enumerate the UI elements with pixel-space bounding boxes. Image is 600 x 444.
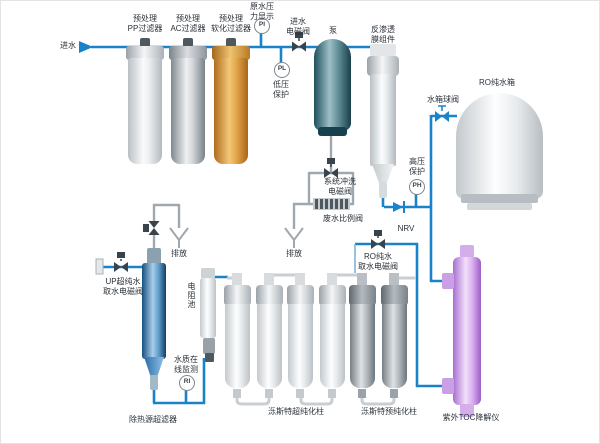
pump-base <box>318 127 347 136</box>
ro-tank-body <box>456 93 543 199</box>
low-pressure-label: 低压保护 <box>273 80 289 99</box>
nrv-check-valve <box>393 201 405 213</box>
softener-filter-top-fitting <box>226 38 236 47</box>
column-5-bottom-nub <box>358 389 366 398</box>
pre-columns-label: 泺斯特预纯化柱 <box>361 407 417 416</box>
drain-funnel-mid <box>284 227 304 248</box>
column-6-body <box>382 304 407 388</box>
pump-body <box>314 39 351 131</box>
water-monitor-label: 水质在线监测 <box>174 355 198 374</box>
ro-membrane-outlet-tip <box>379 182 387 198</box>
ro-tank-base <box>467 203 532 210</box>
nrv-label: NRV <box>397 224 415 233</box>
ro-tank-label: RO纯水箱 <box>479 78 515 87</box>
ro-membrane-body <box>370 74 396 166</box>
column-5-top-fitting <box>357 273 367 286</box>
ultra-columns-label: 泺斯特超纯化柱 <box>268 407 324 416</box>
flush-solenoid-valve-icon <box>324 158 338 178</box>
ro-membrane-cap <box>367 56 399 76</box>
uv-toc-lower-port <box>442 378 454 394</box>
column-4-body <box>320 304 345 388</box>
ultrafilter-tip <box>150 375 158 390</box>
ro-membrane-inlet-elbow <box>370 44 396 56</box>
softener-filter-cap <box>212 46 250 60</box>
raw-pressure-indicator: PI <box>254 18 270 34</box>
column-3-body <box>288 304 313 388</box>
column-4-bottom-nub <box>328 389 336 398</box>
resistivity-cell-probe <box>205 353 214 362</box>
raw-pressure-label: 原水压力显示 <box>250 2 274 21</box>
ac-filter-cap <box>169 46 207 60</box>
up-intake-valve-label: UP超纯水取水电磁阀 <box>103 277 143 296</box>
inlet-arrow-icon <box>79 41 93 53</box>
column-1-cap <box>224 285 251 306</box>
inlet-solenoid-valve-icon <box>292 32 306 52</box>
low-pressure-switch: PL <box>274 62 290 78</box>
waste-proportional-valve-icon <box>313 198 350 210</box>
ro-tank-base-ring <box>461 194 538 203</box>
column-2-body <box>257 304 282 388</box>
column-5-cap <box>349 285 376 306</box>
column-3-top-fitting <box>295 273 305 286</box>
ro-membrane-label: 反渗透膜组件 <box>371 25 395 44</box>
column-3-cap <box>287 285 314 306</box>
column-1-body <box>225 304 250 388</box>
column-1-top-fitting <box>232 273 242 286</box>
softener-filter-body <box>214 58 248 164</box>
uv-toc-top-stub <box>460 245 474 258</box>
pp-filter-cap <box>126 46 164 60</box>
ultrafilter-body <box>142 263 166 359</box>
ro-intake-valve-label: RO纯水取水电磁阀 <box>358 252 398 271</box>
ultrafilter-label: 除热源超滤器 <box>129 415 177 424</box>
column-6-top-fitting <box>389 273 399 286</box>
ac-filter-body <box>171 58 205 164</box>
column-2-cap <box>256 285 283 306</box>
resistivity-cell-label: 电阻池 <box>187 282 196 309</box>
pp-filter-body <box>128 58 162 164</box>
high-pressure-switch: PH <box>409 179 425 195</box>
drain-mid-label: 排放 <box>286 249 302 258</box>
column-6-cap <box>381 285 408 306</box>
tank-ball-valve-label: 水箱球阀 <box>427 95 459 104</box>
uv-toc-body <box>453 257 481 405</box>
inlet-label: 进水 <box>60 41 76 50</box>
ultrafilter-neck <box>147 248 161 265</box>
up-intake-solenoid-valve-icon <box>114 252 128 272</box>
column-1-bottom-nub <box>233 389 241 398</box>
up-dispense-nozzle <box>95 258 104 275</box>
resistivity-cell-top-fitting <box>201 268 215 279</box>
column-6-bottom-nub <box>390 389 398 398</box>
pump-label: 泵 <box>329 26 337 35</box>
tank-ball-valve-icon <box>435 105 449 122</box>
column-5-body <box>350 304 375 388</box>
uv-toc-label: 紫外TOC降解仪 <box>442 413 500 422</box>
uv-toc-bottom-stub <box>460 404 474 417</box>
resistivity-cell-lower-fitting <box>203 338 215 354</box>
resistivity-indicator: RI <box>179 375 195 391</box>
resistivity-cell-body <box>200 278 216 338</box>
high-pressure-label: 高压保护 <box>409 157 425 176</box>
waste-valve-label: 废水比例阀 <box>323 214 363 223</box>
column-2-bottom-nub <box>265 389 273 398</box>
column-3-bottom-nub <box>296 389 304 398</box>
flush-valve-label: 系统冲洗电磁阀 <box>324 177 356 196</box>
inlet-valve-label: 进水电磁阀 <box>286 17 310 36</box>
softener-filter-label: 预处理软化过滤器 <box>211 14 251 33</box>
drain-left-label: 排放 <box>171 249 187 258</box>
column-2-top-fitting <box>264 273 274 286</box>
ac-filter-top-fitting <box>183 38 193 47</box>
drain-funnel-left <box>169 227 189 248</box>
pp-filter-top-fitting <box>140 38 150 47</box>
column-4-cap <box>319 285 346 306</box>
column-4-top-fitting <box>327 273 337 286</box>
ro-intake-solenoid-valve-icon <box>371 230 385 249</box>
ultrafilter-vent-valve-icon <box>143 221 160 235</box>
uv-toc-upper-port <box>442 273 454 289</box>
